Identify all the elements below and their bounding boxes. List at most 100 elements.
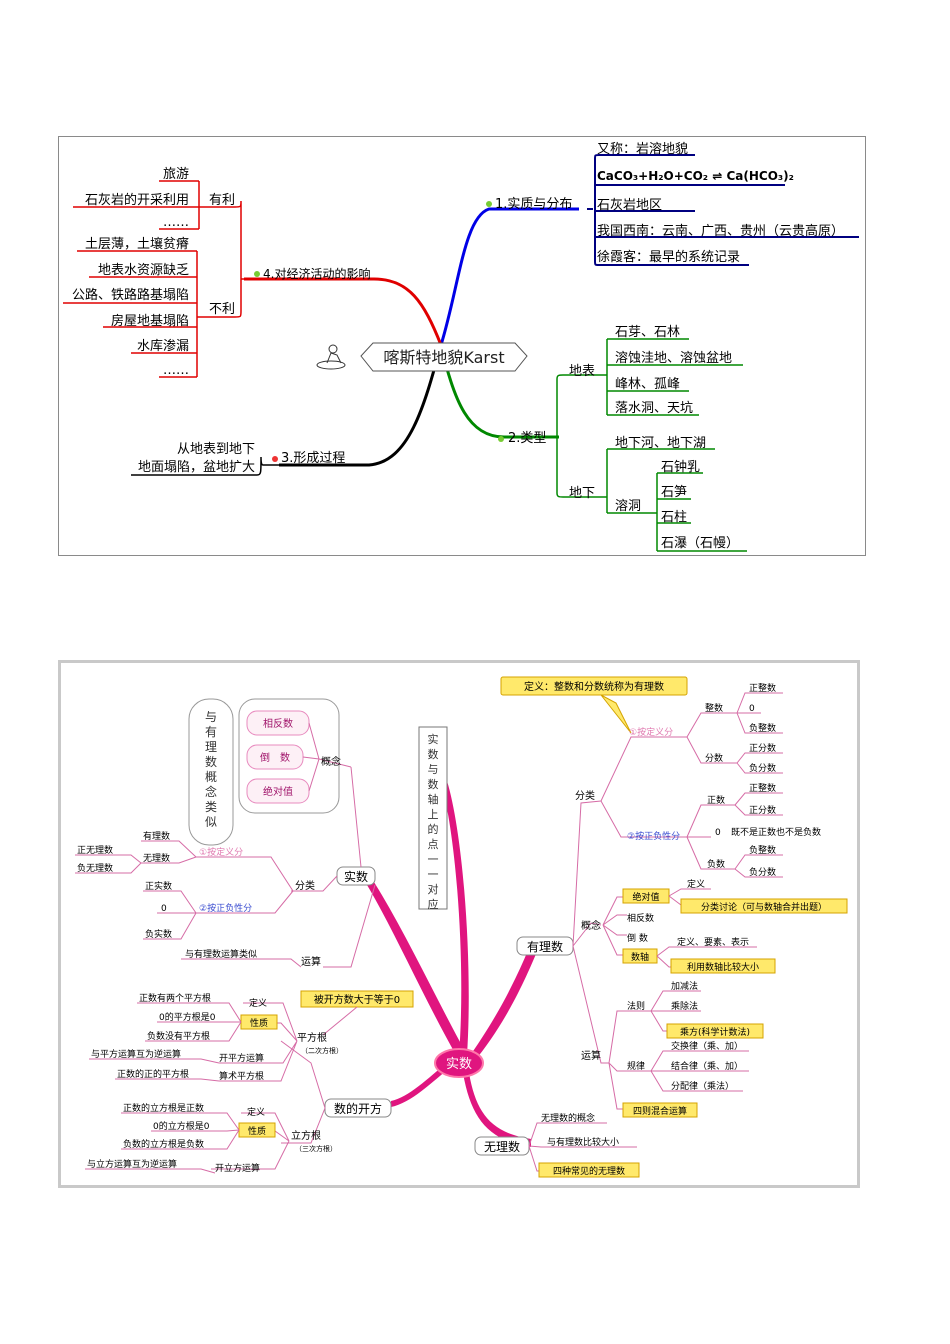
abs-label: 绝对值 [632, 891, 659, 903]
reciprocal-label: 倒 数 [627, 932, 648, 944]
square-links [219, 1002, 298, 1082]
mixed-box [622, 1102, 698, 1118]
negative-item-2: 负分数 [749, 866, 776, 878]
center-node-box [360, 342, 528, 372]
shishu-op-label: 运算 [301, 955, 321, 968]
rational-by-sign: ②按正负性分 [627, 830, 680, 842]
branch-1-items: 又称：岩溶地貌 CaCO₃+H₂O+CO₂ ⇌ Ca(HCO₃)₂ 石灰岩地区 … [594, 142, 859, 266]
integer-item-1: 正整数 [749, 682, 776, 694]
good-label: 有利 [209, 193, 235, 208]
branch-2-label: 2.类型 [508, 431, 546, 446]
mixed-label: 四则混合运算 [633, 1105, 687, 1117]
rational-links [572, 800, 609, 1064]
def-item-irrational: 无理数 [143, 852, 170, 864]
cube-op-link [85, 1168, 216, 1174]
cave-item-3: 石柱 [661, 510, 687, 525]
def-item-rational: 有理数 [143, 830, 170, 842]
cube-item-2: 0的立方根是0 [153, 1120, 210, 1132]
negative-item-1: 负整数 [749, 844, 776, 856]
b1-item-1: 又称：岩溶地貌 [597, 142, 688, 157]
square-prop-links [137, 1002, 242, 1042]
surface-bracket [599, 338, 743, 416]
int-frac-links [736, 692, 783, 774]
cave-item-4: 石瀑（石幔） [661, 536, 739, 551]
roots-links [280, 1040, 326, 1144]
underground-item-1: 地下河、地下湖 [615, 436, 706, 451]
square-prop: 性质 [250, 1017, 268, 1029]
branch-4-label: 4.对经济活动的影响 [263, 266, 370, 281]
concept-item-reciprocal: 倒 数 [260, 751, 290, 764]
underground-label: 地下 [569, 486, 595, 501]
bad-bracket [63, 250, 205, 378]
sign-links [143, 890, 197, 940]
cave-bracket [653, 472, 747, 552]
rule-item-1: 加减法 [671, 980, 698, 992]
irrational-label: 无理数 [484, 1139, 520, 1154]
rule-item-2: 乘除法 [671, 1000, 698, 1012]
cave-label: 溶洞 [615, 499, 641, 514]
bad-item-4: 房屋地基塌陷 [111, 313, 189, 329]
sign-item-negative: 负实数 [145, 928, 172, 940]
law-item-3: 分配律（乘法） [671, 1080, 734, 1092]
surface-item-4: 落水洞、天坑 [615, 401, 693, 416]
fraction-item-1: 正分数 [749, 742, 776, 754]
real-number-mindmap: 实数 实数与数轴上的点一一对应 与有理数概念类似 相反数 倒 数 绝对值 概念 … [75, 676, 848, 1178]
rational-label: 有理数 [527, 939, 563, 954]
abs-note: 分类讨论（可与数轴合并出题） [701, 901, 827, 913]
square-item-3: 负数没有平方根 [147, 1030, 210, 1042]
law-label: 规律 [627, 1060, 645, 1072]
rational-by-def: ①按定义分 [629, 726, 673, 738]
good-item-3: …… [163, 215, 189, 230]
negative-label: 负数 [707, 858, 725, 870]
square-item-2: 0的平方根是0 [159, 1011, 216, 1023]
sq-op-label: 开平方运算 [219, 1052, 264, 1064]
bullet-icon [254, 271, 260, 277]
integer-item-3: 负整数 [749, 722, 776, 734]
sign-item-zero: 0 [161, 904, 167, 914]
square-note: 被开方数大于等于0 [314, 993, 400, 1006]
bad-item-1: 土层薄，土壤贫瘠 [85, 236, 189, 252]
cube-op-item: 与立方运算互为逆运算 [87, 1158, 177, 1170]
good-item-2: 石灰岩的开采利用 [85, 192, 189, 208]
concept-label: 概念 [321, 755, 341, 768]
rule-label: 法则 [627, 1000, 645, 1012]
axis-item-2: 利用数轴比较大小 [687, 961, 759, 973]
b3-item-2: 地面塌陷，盆地扩大 [138, 460, 255, 475]
karst-mindmap: 喀斯特地貌Karst 1.实质与分布 又称：岩溶地貌 CaCO₃+H₂O+CO₂… [63, 142, 859, 552]
shishu-links [291, 766, 376, 968]
surface-item-3: 峰林、孤峰 [615, 377, 680, 392]
fraction-label: 分数 [705, 752, 723, 764]
cube-item-3: 负数的立方根是负数 [123, 1138, 204, 1150]
rule-links [650, 990, 701, 1032]
side-note-box [188, 698, 234, 846]
concept-items: 相反数 倒 数 绝对值 [246, 710, 352, 804]
arith-item: 正数的正的平方根 [117, 1068, 189, 1080]
rational-op: 运算 [581, 1049, 601, 1062]
by-def-label: ①按定义分 [199, 846, 243, 858]
branch-1-label: 1.实质与分布 [495, 197, 572, 212]
branch-2-bracket [556, 374, 599, 498]
vertical-note: 实数与数轴上的点一一对应 [428, 732, 439, 911]
good-bracket [73, 180, 205, 230]
cube-links [211, 1112, 290, 1170]
b1-item-4: 我国西南：云南、广西、贵州（云贵高原） [597, 223, 844, 239]
karst-mindmap-panel: 喀斯特地貌Karst 1.实质与分布 又称：岩溶地貌 CaCO₃+H₂O+CO₂… [58, 136, 866, 556]
square-sub: （二次方根） [301, 1046, 343, 1055]
rule-item-3-box [666, 1023, 764, 1039]
def-links [141, 840, 197, 864]
concept-item-abs: 绝对值 [263, 785, 293, 798]
branch-4-bracket [205, 200, 244, 318]
square-note-link [322, 1006, 358, 1036]
fraction-item-2: 负分数 [749, 762, 776, 774]
sq-op-item: 与平方运算互为逆运算 [91, 1048, 181, 1060]
integer-label: 整数 [705, 702, 723, 714]
op-link [181, 958, 302, 968]
law-links [650, 1050, 749, 1092]
surface-label: 地表 [569, 364, 595, 379]
positive-item-1: 正整数 [749, 782, 776, 794]
b3-item-1: 从地表到地下 [177, 442, 255, 457]
opposite-label: 相反数 [627, 912, 654, 924]
by-sign-links [686, 804, 735, 870]
center-label: 实数 [446, 1057, 472, 1072]
rational-classify-links [600, 736, 687, 838]
